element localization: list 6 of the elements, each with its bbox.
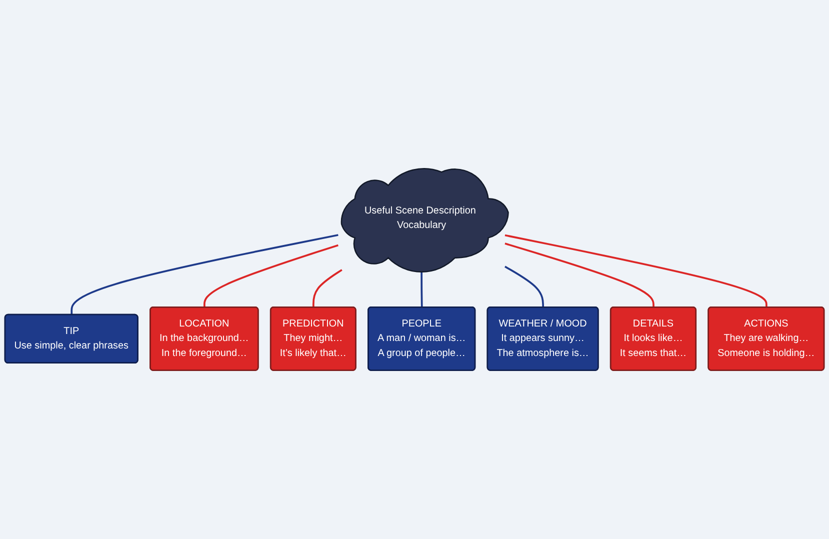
- connector: [504, 234, 768, 308]
- connector: [203, 244, 338, 308]
- connector: [504, 242, 654, 308]
- connector: [70, 234, 338, 315]
- connector: [504, 266, 544, 308]
- connector: [312, 269, 342, 308]
